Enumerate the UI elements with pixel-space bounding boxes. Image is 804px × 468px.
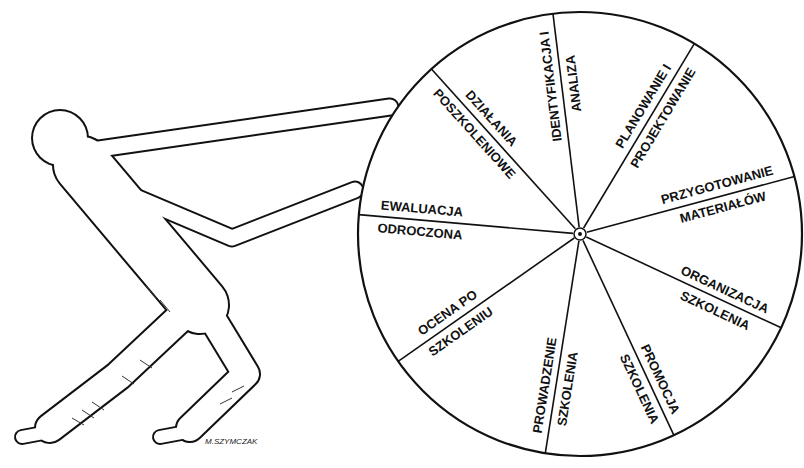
wheel-rim bbox=[358, 12, 802, 456]
training-wheel: DZIAŁANIA POSZKOLENIOWEIDENTYFIKACJA I A… bbox=[356, 10, 804, 458]
hatch-line bbox=[122, 376, 134, 384]
hatch-line bbox=[146, 286, 156, 298]
figure-fill bbox=[22, 107, 390, 437]
head-fill bbox=[33, 111, 87, 165]
wheel-axle bbox=[578, 232, 582, 236]
back-foot-fill bbox=[22, 431, 54, 437]
hatch-line bbox=[220, 398, 232, 404]
hatch-line bbox=[92, 402, 104, 410]
stage-label: EWALUACJA ODROCZONA bbox=[373, 193, 469, 247]
back-foot bbox=[22, 431, 54, 437]
artist-signature: M.SZYMCZAK bbox=[205, 437, 257, 447]
front-foot bbox=[160, 431, 192, 437]
front-foot-fill bbox=[160, 431, 192, 437]
figure-hatching bbox=[72, 286, 244, 425]
front-leg-fill bbox=[190, 318, 246, 428]
upper-arm-fill bbox=[92, 107, 390, 150]
hatch-line bbox=[82, 410, 94, 418]
figure-outline bbox=[22, 107, 390, 437]
lower-arm-fill bbox=[100, 182, 355, 238]
hatch-line bbox=[232, 386, 244, 392]
back-leg-fill bbox=[50, 316, 182, 428]
signature-holder: M.SZYMCZAK bbox=[205, 437, 257, 447]
wheel-hub bbox=[574, 228, 586, 240]
hatch-line bbox=[160, 300, 170, 312]
upper-arm bbox=[92, 107, 390, 150]
hatch-line bbox=[72, 418, 84, 425]
hatch-line bbox=[140, 360, 152, 368]
sector-label-holder: EWALUACJA ODROCZONA bbox=[373, 193, 469, 247]
back-leg bbox=[50, 316, 182, 428]
